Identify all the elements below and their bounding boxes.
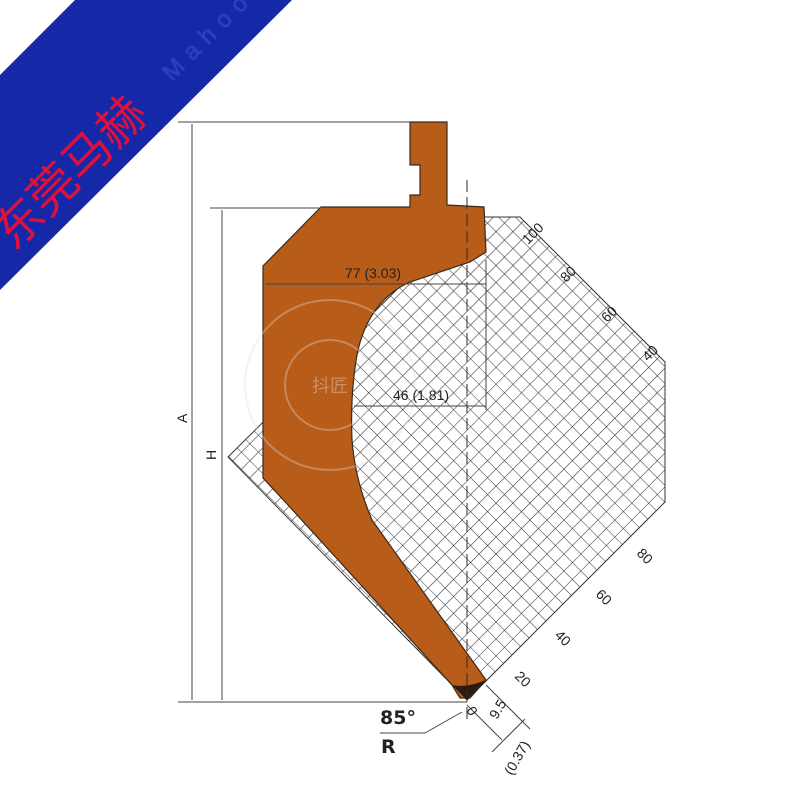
- watermark-center: 抖匠: [312, 376, 348, 396]
- scale-lower-40: 40: [552, 627, 574, 649]
- scale-lower-80: 80: [634, 545, 656, 567]
- dim-width-mid: 46 (1.81): [393, 387, 449, 403]
- bend-grid: [227, 216, 666, 701]
- dim-tip-offset-in: (0.37): [501, 738, 533, 778]
- dim-tip-offset: 9.5: [486, 696, 510, 721]
- radius-label: R: [381, 736, 396, 758]
- scale-lower-60: 60: [593, 586, 615, 608]
- watermark-seal: 抖匠: [244, 299, 416, 471]
- angle-label: 85°: [380, 707, 416, 729]
- punch-tip: [452, 680, 486, 700]
- punch-profile: [262, 121, 487, 699]
- brand-banner: [0, 0, 292, 290]
- dim-H: H: [203, 450, 219, 460]
- dim-A: A: [174, 413, 190, 423]
- scale-lower-20: 20: [512, 668, 534, 690]
- dim-width-top: 77 (3.03): [345, 265, 401, 281]
